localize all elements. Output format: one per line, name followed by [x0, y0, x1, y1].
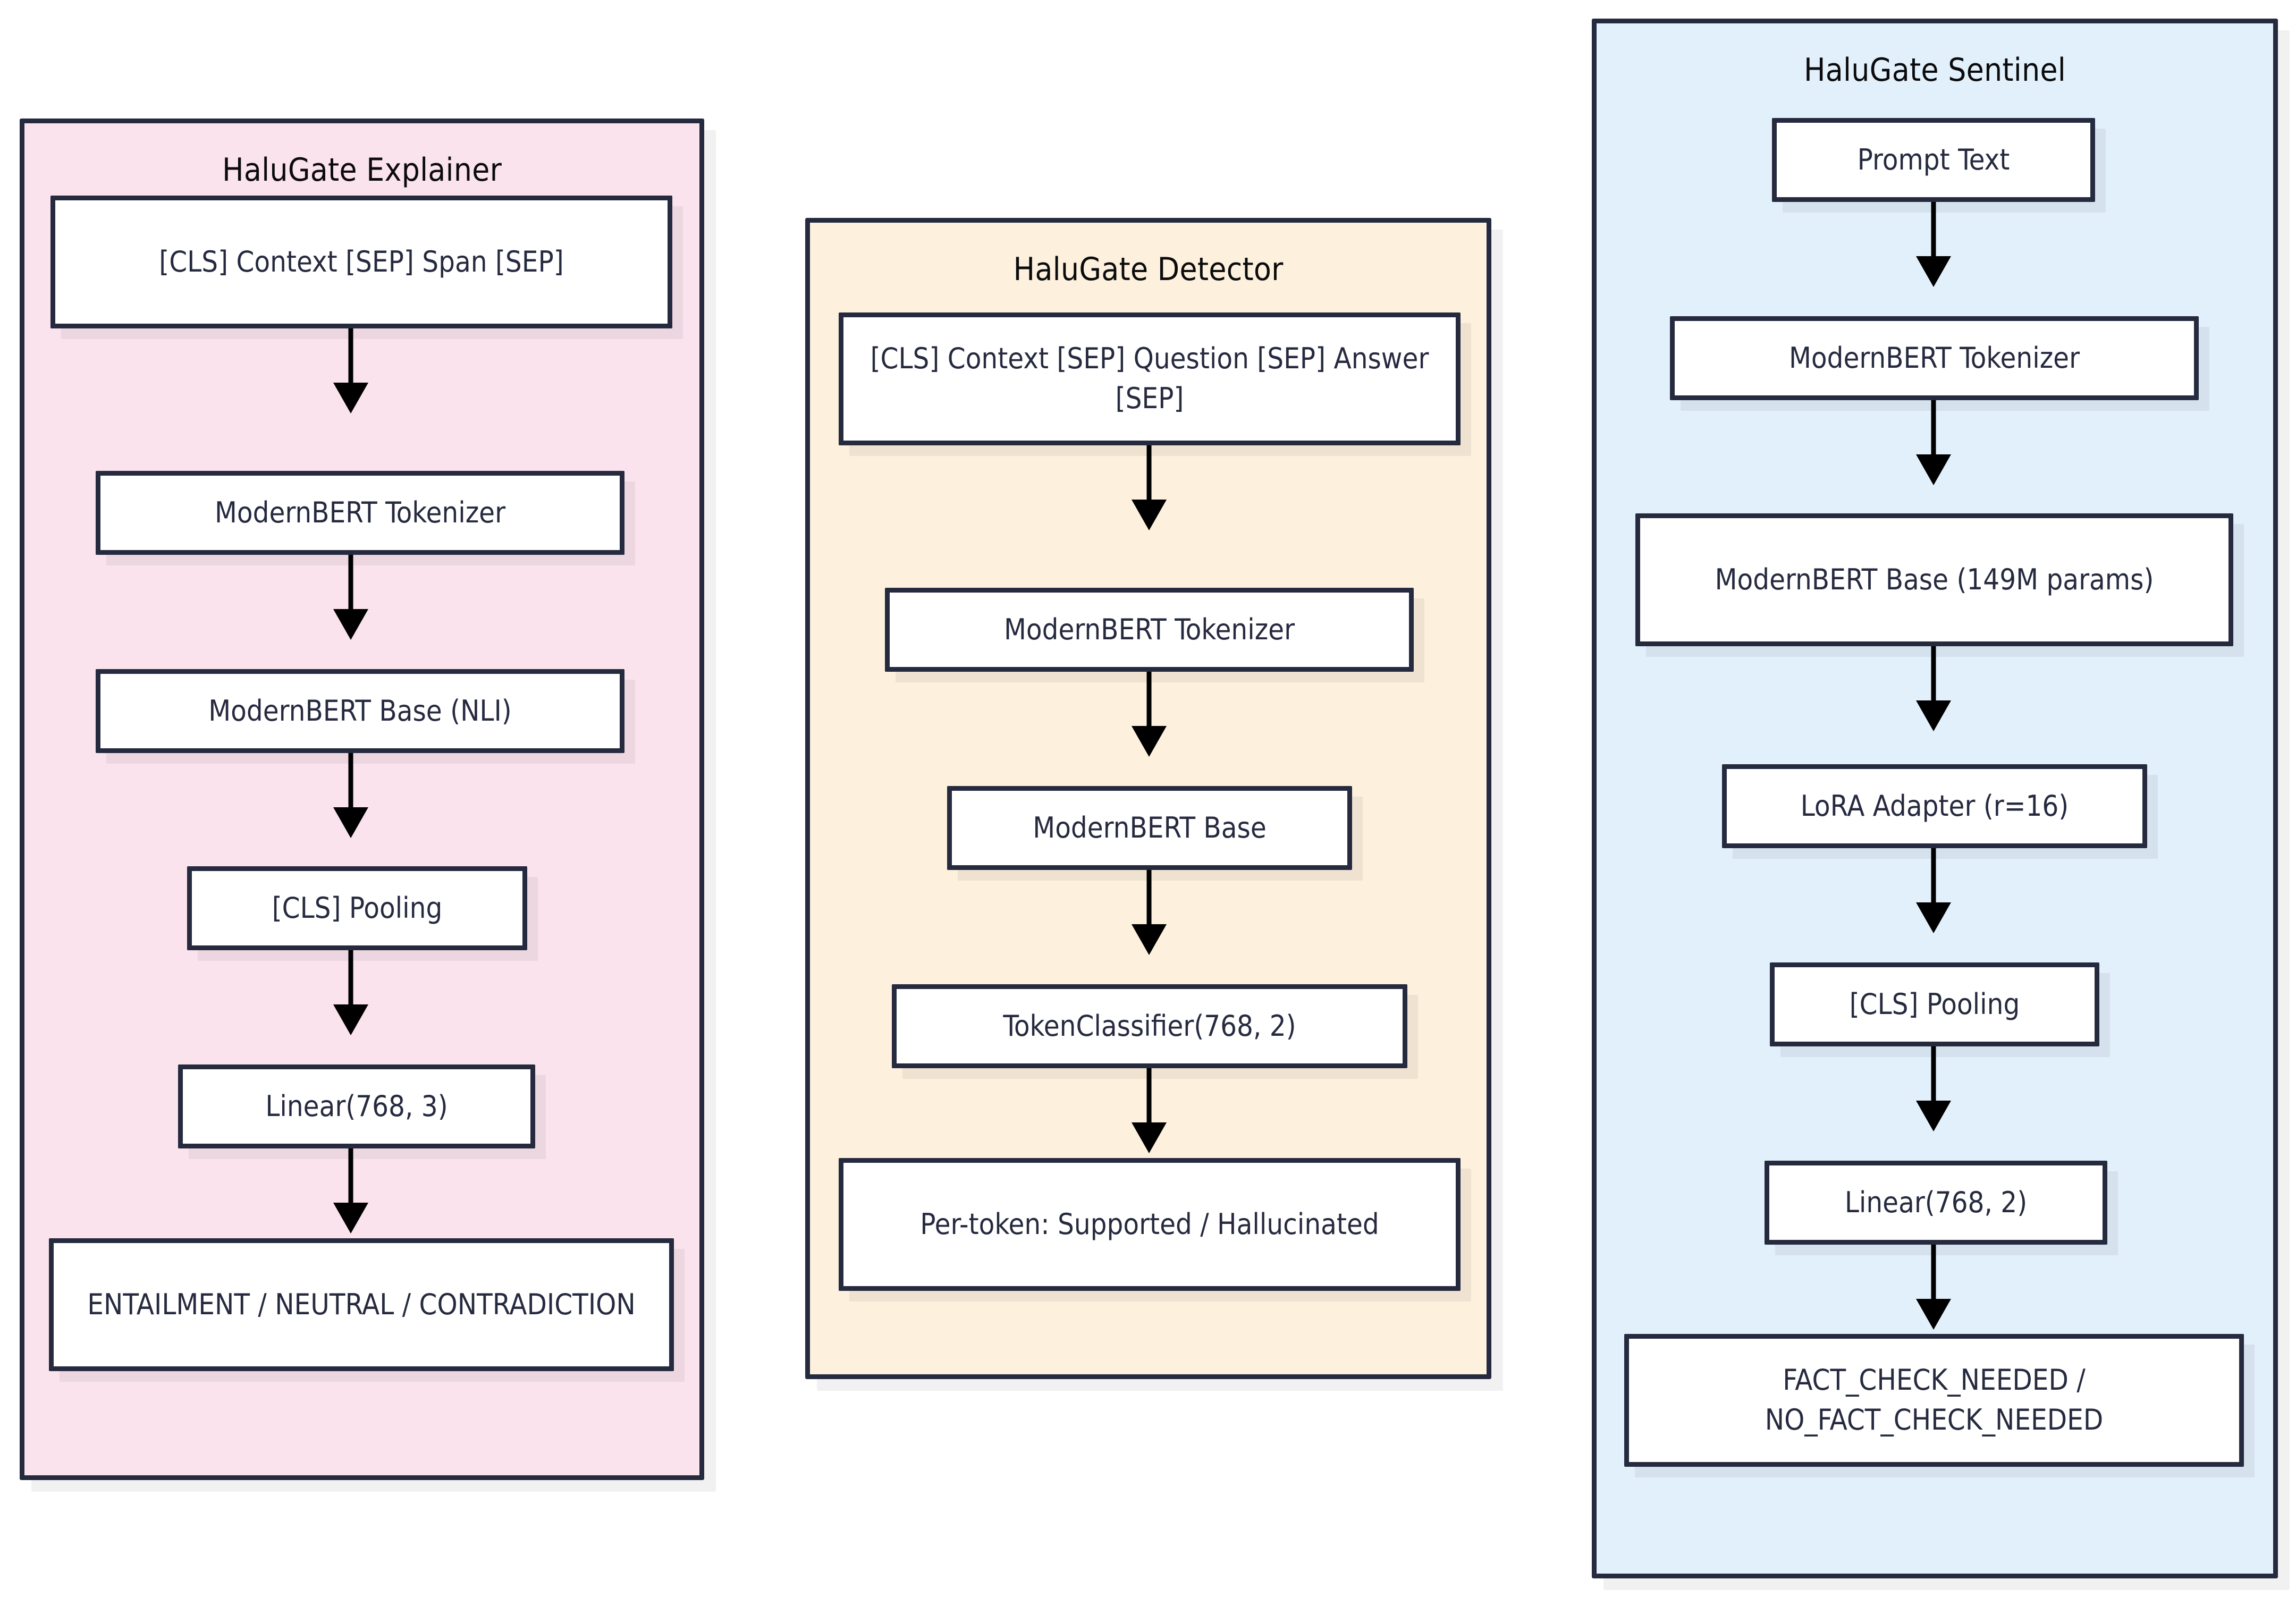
node-label: Linear(768, 2) — [1844, 1185, 2028, 1219]
node-label: ModernBERT Tokenizer — [1788, 341, 2080, 375]
subgraph-title-detector: HaluGate Detector — [1013, 251, 1284, 288]
node-label: ModernBERT Tokenizer — [214, 495, 506, 529]
node-label: [CLS] Pooling — [272, 891, 443, 925]
node-label: Prompt Text — [1857, 142, 2010, 176]
node-sentinel-lora-adapter[interactable]: LoRA Adapter (r=16) — [1722, 764, 2147, 848]
node-explainer-tokenizer[interactable]: ModernBERT Tokenizer — [96, 471, 624, 555]
node-label: [CLS] Context [SEP] Span [SEP] — [159, 244, 564, 278]
node-sentinel-cls-pooling[interactable]: [CLS] Pooling — [1770, 962, 2099, 1046]
node-sentinel-linear[interactable]: Linear(768, 2) — [1765, 1161, 2107, 1245]
node-detector-tokenizer[interactable]: ModernBERT Tokenizer — [885, 588, 1414, 672]
node-label: TokenClassifier(768, 2) — [1003, 1009, 1296, 1043]
node-detector-tokenclassifier[interactable]: TokenClassifier(768, 2) — [892, 984, 1407, 1068]
node-label: LoRA Adapter (r=16) — [1800, 789, 2069, 823]
node-label: Per-token: Supported / Hallucinated — [920, 1207, 1379, 1241]
node-label: ModernBERT Base (NLI) — [208, 694, 512, 728]
node-sentinel-prompt-text[interactable]: Prompt Text — [1772, 118, 2095, 202]
node-explainer-output[interactable]: ENTAILMENT / NEUTRAL / CONTRADICTION — [49, 1238, 674, 1371]
subgraph-title-explainer: HaluGate Explainer — [222, 151, 502, 189]
node-label: [CLS] Context [SEP] Question [SEP] Answe… — [870, 342, 1429, 415]
node-label: FACT_CHECK_NEEDED / NO_FACT_CHECK_NEEDED — [1765, 1363, 2104, 1437]
node-explainer-base-nli[interactable]: ModernBERT Base (NLI) — [96, 669, 624, 753]
subgraph-title-sentinel: HaluGate Sentinel — [1803, 52, 2066, 89]
node-explainer-cls-pooling[interactable]: [CLS] Pooling — [187, 866, 527, 950]
node-label: ModernBERT Base — [1033, 810, 1267, 844]
node-detector-base[interactable]: ModernBERT Base — [947, 786, 1352, 870]
node-label: [CLS] Pooling — [1849, 987, 2020, 1021]
node-label: Linear(768, 3) — [265, 1089, 448, 1123]
node-label: ModernBERT Tokenizer — [1003, 612, 1295, 646]
node-explainer-linear[interactable]: Linear(768, 3) — [178, 1064, 535, 1148]
node-label: ENTAILMENT / NEUTRAL / CONTRADICTION — [87, 1287, 636, 1321]
node-label: ModernBERT Base (149M params) — [1715, 562, 2154, 596]
node-detector-input[interactable]: [CLS] Context [SEP] Question [SEP] Answe… — [839, 312, 1461, 445]
node-detector-output[interactable]: Per-token: Supported / Hallucinated — [839, 1158, 1461, 1291]
node-sentinel-output[interactable]: FACT_CHECK_NEEDED / NO_FACT_CHECK_NEEDED — [1624, 1334, 2244, 1467]
node-explainer-input[interactable]: [CLS] Context [SEP] Span [SEP] — [50, 196, 672, 328]
node-sentinel-tokenizer[interactable]: ModernBERT Tokenizer — [1670, 316, 2199, 400]
node-sentinel-base[interactable]: ModernBERT Base (149M params) — [1635, 513, 2233, 646]
